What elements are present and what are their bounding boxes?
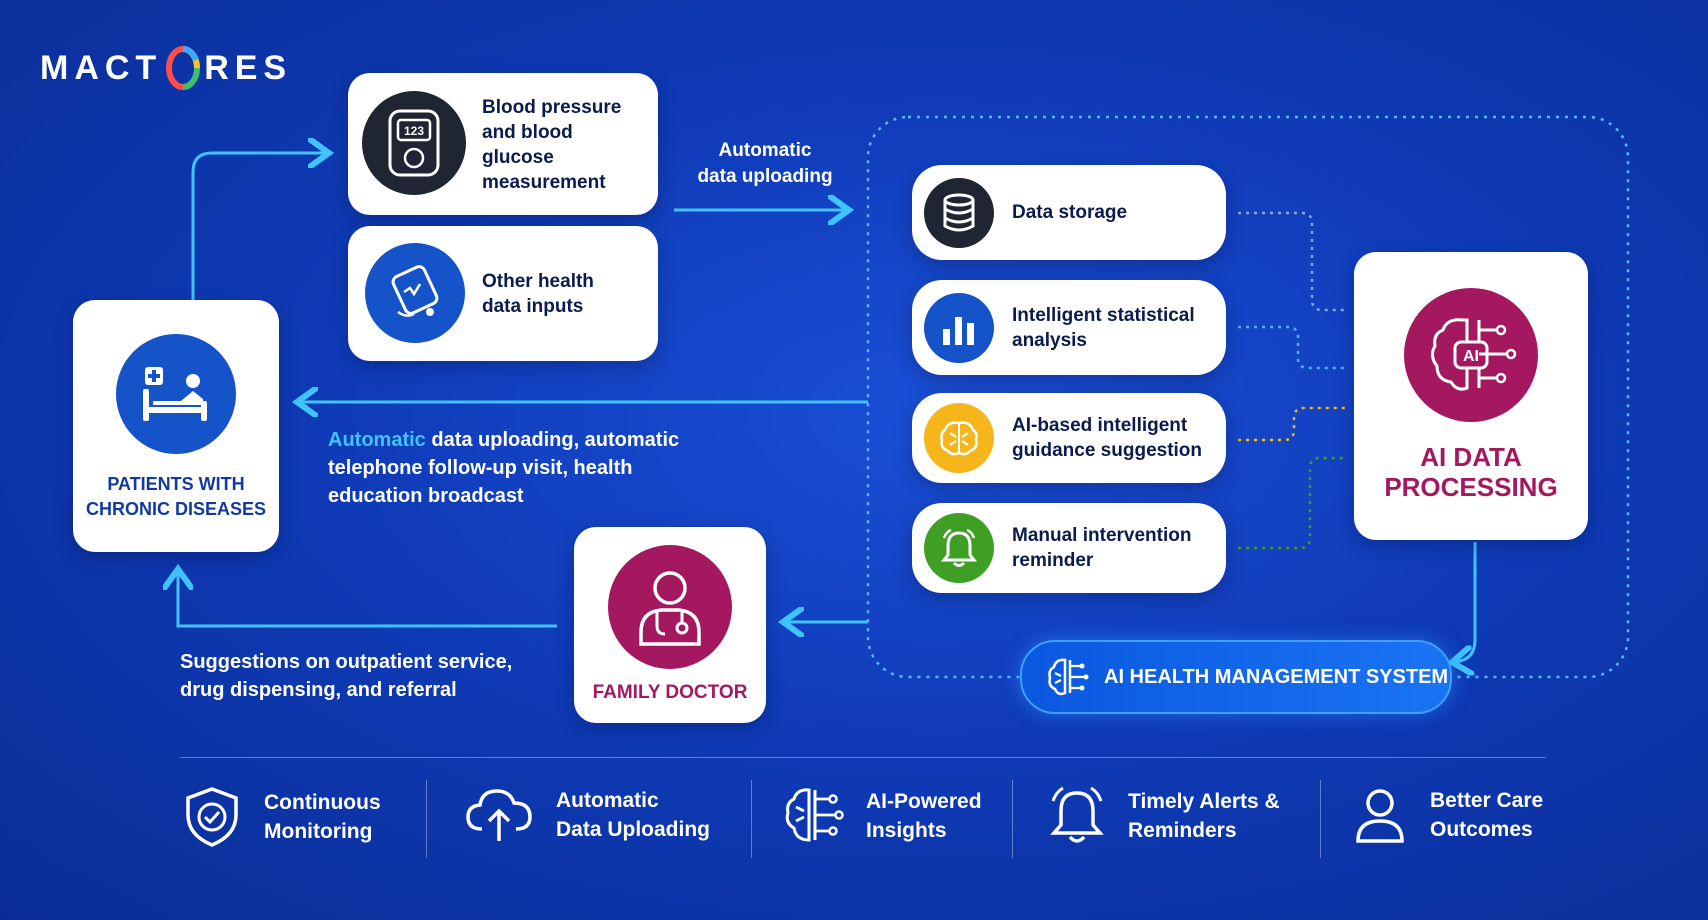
auto-upload-line1: Automatic	[718, 140, 812, 161]
ai-processing-card: AI AI DATA PROCESSING	[1354, 252, 1588, 540]
footer-item-monitoring: Continuous Monitoring	[182, 785, 381, 849]
system-boundary	[866, 115, 1630, 679]
bar-chart-icon	[924, 292, 994, 363]
ai-brain-icon: AI	[1404, 288, 1538, 422]
footer-line2: Reminders	[1128, 819, 1237, 842]
footer-label: Continuous Monitoring	[264, 788, 381, 846]
link-guidance-ai	[1238, 406, 1348, 442]
footer-label: Automatic Data Uploading	[556, 786, 710, 844]
logo-o-mark-icon	[166, 46, 201, 90]
footer-separator	[426, 780, 427, 858]
patients-label-line1: PATIENTS WITH	[107, 474, 245, 494]
footer-line1: Better Care	[1430, 789, 1544, 812]
auto-upload-line2: data uploading	[697, 166, 833, 187]
service-label: Intelligent statistical analysis	[1012, 304, 1195, 351]
family-doctor-label: FAMILY DOCTOR	[592, 682, 748, 703]
ai-processing-line1: AI DATA	[1420, 442, 1522, 472]
ai-chip-label: AI	[1463, 348, 1479, 365]
link-reminder-ai	[1238, 456, 1348, 550]
feedback-text: Automatic data uploading, automatic tele…	[328, 426, 698, 510]
service-label: AI-based intelligent guidance suggestion	[1012, 415, 1203, 461]
shield-check-icon	[186, 787, 238, 847]
service-guidance-suggestion: AI-based intelligent guidance suggestion	[912, 393, 1226, 483]
logo-text-left: MACT	[40, 48, 163, 87]
health-device-icon	[365, 243, 465, 343]
footer-line2: Outcomes	[1430, 818, 1533, 841]
footer-separator	[1012, 780, 1013, 858]
patients-label: PATIENTS WITH CHRONIC DISEASES	[73, 472, 279, 522]
footer-separator	[751, 780, 752, 858]
ai-processing-line2: PROCESSING	[1384, 472, 1558, 502]
service-label: Manual intervention reminder	[1012, 525, 1192, 571]
other-inputs-card: Other health data inputs	[348, 226, 658, 361]
footer-line1: AI-Powered	[866, 790, 982, 813]
service-intervention-reminder: Manual intervention reminder	[912, 503, 1226, 593]
footer-divider	[180, 757, 1546, 758]
user-icon	[1356, 789, 1404, 843]
family-doctor-card: FAMILY DOCTOR	[574, 527, 766, 723]
service-label: Data storage	[1012, 202, 1128, 223]
footer-separator	[1320, 780, 1321, 858]
footer-label: AI-Powered Insights	[866, 787, 982, 845]
bp-monitor-icon: 123	[362, 91, 466, 195]
database-icon	[924, 177, 994, 248]
footer-item-insights: AI-Powered Insights	[782, 785, 982, 847]
measurement-label: Blood pressure and blood glucose measure…	[482, 97, 622, 193]
system-badge: AI HEALTH MANAGEMENT SYSTEM	[1020, 640, 1452, 714]
system-brain-icon	[1048, 658, 1089, 696]
service-statistical-analysis: Intelligent statistical analysis	[912, 280, 1226, 375]
ai-processing-label: AI DATA PROCESSING	[1354, 442, 1588, 502]
bp-monitor-reading: 123	[404, 124, 424, 138]
mactores-logo: MACT RES	[40, 46, 292, 90]
doctor-icon	[608, 545, 732, 669]
footer-line2: Data Uploading	[556, 818, 711, 841]
auto-upload-label: Automatic data uploading	[690, 138, 840, 190]
measurement-card: 123 Blood pressure and blood glucose mea…	[348, 73, 658, 215]
footer-line1: Automatic	[556, 789, 659, 812]
footer-line2: Monitoring	[264, 820, 373, 843]
patient-bed-icon	[116, 334, 236, 454]
alarm-bell-icon	[924, 513, 994, 583]
other-inputs-label: Other health data inputs	[482, 271, 594, 317]
footer-line1: Continuous	[264, 791, 381, 814]
patients-card: PATIENTS WITH CHRONIC DISEASES	[73, 300, 279, 552]
footer-label: Timely Alerts & Reminders	[1128, 787, 1280, 845]
footer-item-uploading: Automatic Data Uploading	[464, 785, 710, 845]
arrow-doctor-to-patient	[178, 572, 557, 628]
footer-line2: Insights	[866, 819, 947, 842]
feedback-highlight: Automatic	[328, 429, 426, 451]
footer-label: Better Care Outcomes	[1430, 786, 1543, 844]
footer-item-alerts: Timely Alerts & Reminders	[1048, 785, 1280, 847]
link-storage-ai	[1238, 211, 1348, 312]
link-stats-ai	[1238, 325, 1348, 370]
arrow-ai-to-system	[1455, 542, 1477, 662]
service-data-storage: Data storage	[912, 165, 1226, 260]
cloud-upload-icon	[466, 789, 532, 841]
footer-line1: Timely Alerts &	[1128, 790, 1280, 813]
brain-icon	[924, 403, 994, 473]
arrow-patient-to-measurement	[191, 153, 326, 300]
feedback-rest: data uploading, automatic telephone foll…	[328, 429, 680, 507]
patients-label-line2: CHRONIC DISEASES	[85, 499, 267, 519]
brain-circuit-icon	[785, 788, 844, 842]
system-badge-label: AI HEALTH MANAGEMENT SYSTEM	[1104, 665, 1449, 688]
footer-item-outcomes: Better Care Outcomes	[1352, 785, 1543, 845]
logo-text-right: RES	[204, 48, 293, 87]
suggestions-text: Suggestions on outpatient service, drug …	[180, 651, 513, 701]
bell-icon	[1050, 786, 1104, 843]
